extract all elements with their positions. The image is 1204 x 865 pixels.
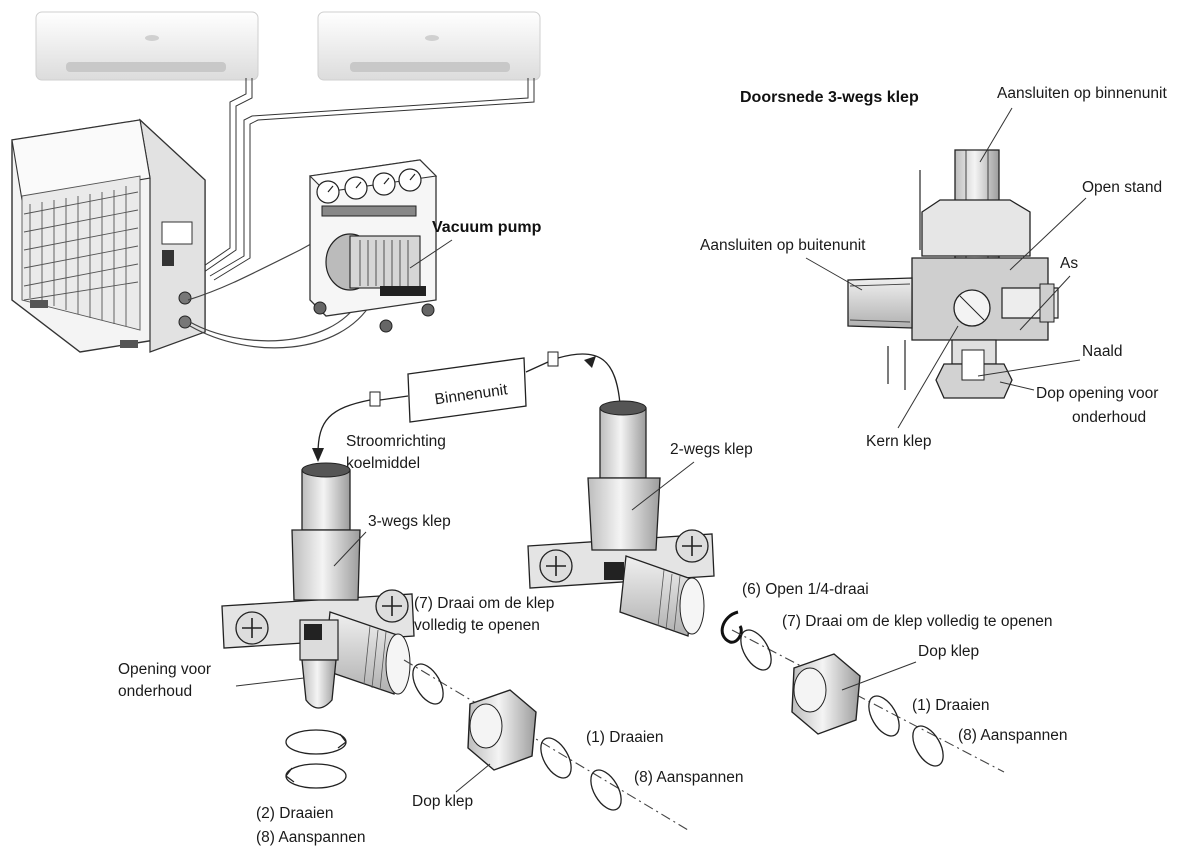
label-connect-indoor: Aansluiten op binnenunit	[997, 85, 1167, 102]
valve-cap-right	[791, 653, 861, 735]
vacuum-pump-leader	[409, 239, 453, 269]
cross-section-labels: Aansluiten op binnenunit Open stand Aans…	[700, 85, 1167, 450]
label-turn-open-left-2: volledig te openen	[414, 617, 540, 634]
three-way-valve-label: 3-wegs klep	[368, 513, 451, 530]
vacuum-pump-label: Vacuum pump	[432, 219, 542, 236]
label-connect-outdoor: Aansluiten op buitenunit	[700, 237, 866, 254]
assembly-axis-right	[731, 629, 1005, 773]
label-turn-right: (1) Draaien	[912, 697, 990, 714]
label-turn-left: (2) Draaien	[256, 805, 334, 822]
indoor-piping	[197, 78, 535, 281]
rotation-rings-right	[740, 629, 944, 767]
label-service-cap-2: onderhoud	[1072, 409, 1146, 426]
flow-label-1: Stroomrichting	[346, 433, 446, 450]
three-way-valve	[221, 462, 415, 709]
label-open-position: Open stand	[1082, 179, 1162, 196]
label-turn-open-left-1: (7) Draai om de klep	[414, 595, 554, 612]
valve-cap-left	[467, 689, 537, 771]
label-core-valve: Kern klep	[866, 433, 931, 450]
valve-cross-section	[847, 149, 1059, 399]
label-turn-mid: (1) Draaien	[586, 729, 664, 746]
rotation-arrows-service-port	[285, 729, 347, 789]
flow-label-2: koelmiddel	[346, 455, 420, 472]
outdoor-unit	[11, 118, 206, 353]
label-tighten-left: (8) Aanspannen	[256, 829, 365, 846]
label-tighten-mid: (8) Aanspannen	[634, 769, 743, 786]
label-cap-left: Dop klep	[412, 793, 473, 810]
label-service-cap-1: Dop opening voor	[1036, 385, 1158, 402]
two-way-valve	[527, 400, 715, 637]
label-open-quarter: (6) Open 1/4-draai	[742, 581, 869, 598]
rotation-rings-left	[412, 663, 622, 811]
label-service-port-1: Opening voor	[118, 661, 211, 678]
assembly-axis-left	[403, 659, 689, 831]
label-shaft: As	[1060, 255, 1078, 272]
section-title: Doorsnede 3-wegs klep	[740, 89, 919, 106]
label-tighten-right: (8) Aanspannen	[958, 727, 1067, 744]
indoor-unit-box: Binnenunit	[312, 351, 621, 462]
key-ring-icon	[720, 610, 743, 644]
label-turn-open-right: (7) Draai om de klep volledig te openen	[782, 613, 1053, 630]
indoor-unit-left	[35, 11, 259, 81]
two-way-valve-label: 2-wegs klep	[670, 441, 753, 458]
label-cap-right: Dop klep	[918, 643, 979, 660]
label-service-port-2: onderhoud	[118, 683, 192, 700]
label-needle: Naald	[1082, 343, 1123, 360]
vacuum-pump-cart	[308, 159, 438, 333]
indoor-unit-right	[317, 11, 541, 81]
